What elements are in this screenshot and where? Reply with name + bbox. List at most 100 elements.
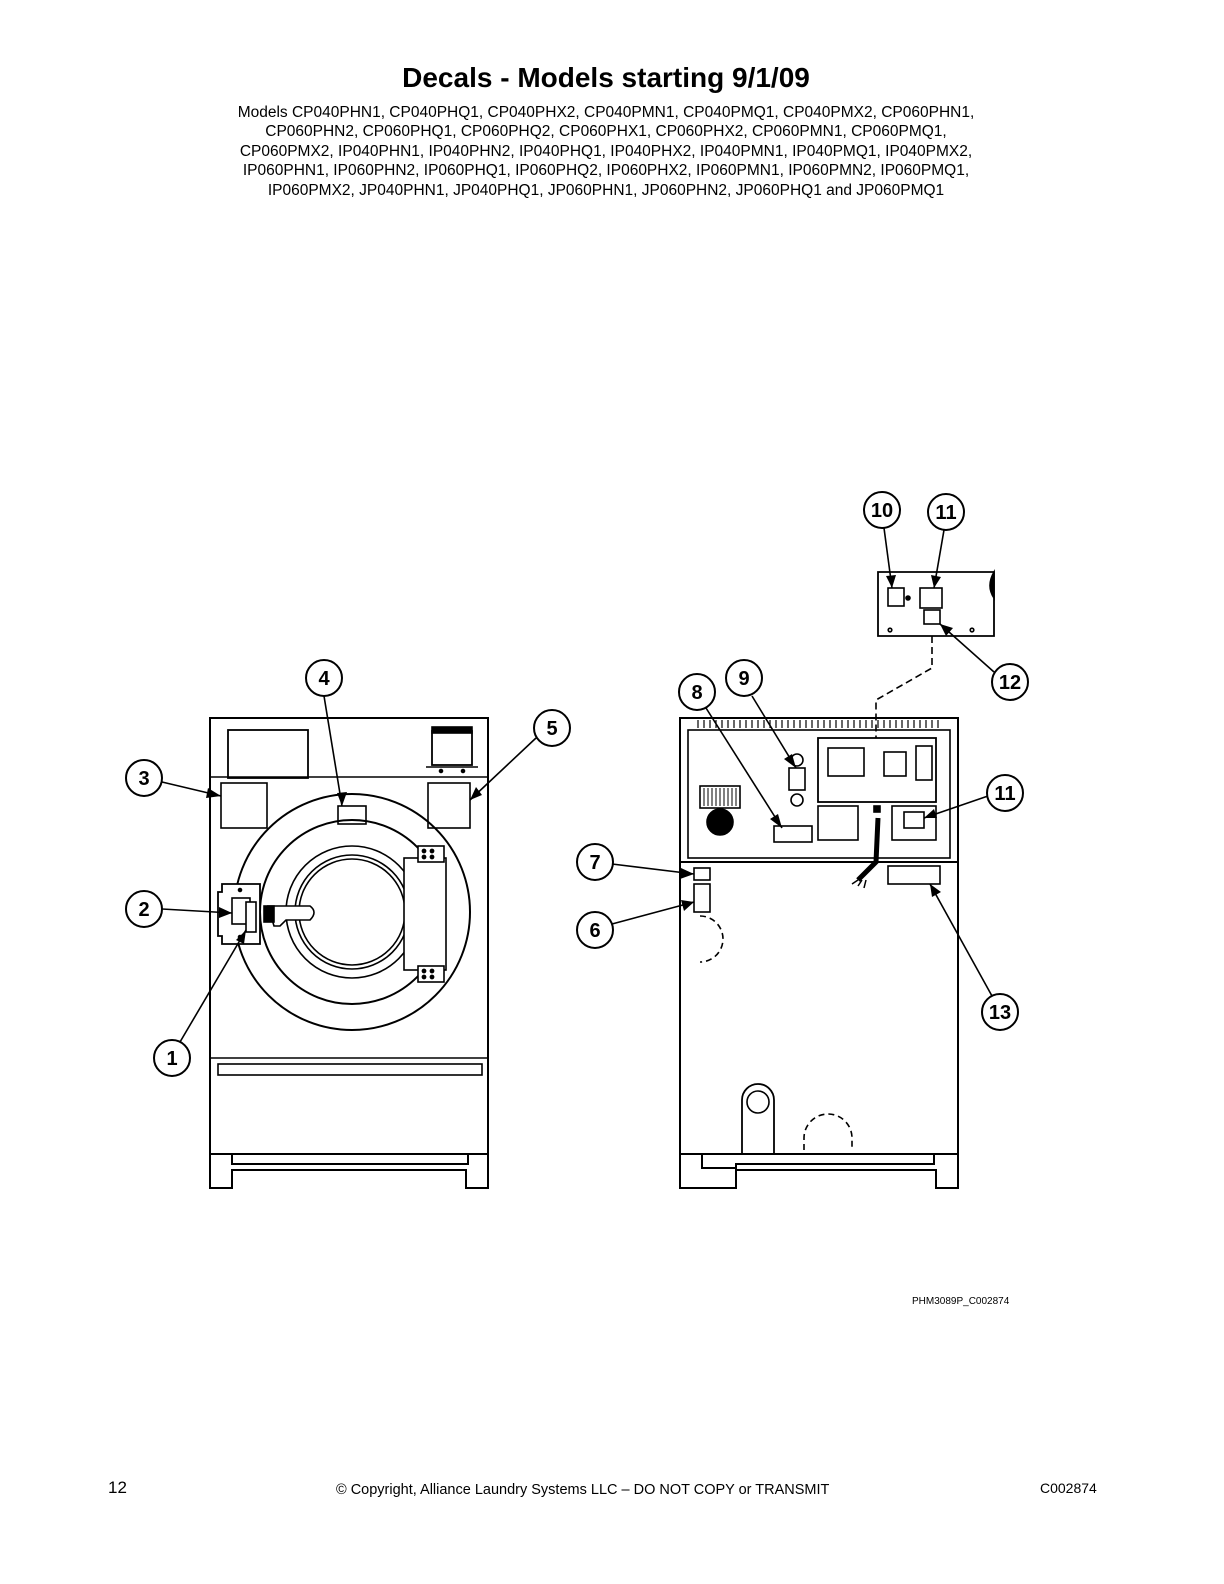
page-number: 12 <box>108 1478 127 1497</box>
decal-11-box-rear-inner <box>903 811 925 829</box>
callout-8-label: 8 <box>691 682 702 704</box>
hinge-screw <box>421 968 427 974</box>
door-hinge-plate <box>403 857 447 971</box>
arrowhead-8 <box>770 814 782 828</box>
control-board-detail <box>875 568 995 738</box>
rear-vent-louvers <box>697 720 939 728</box>
callout-8-circle <box>678 673 716 711</box>
arrowhead-10 <box>886 575 896 588</box>
detail-dot <box>905 595 911 601</box>
contactor <box>915 745 933 781</box>
decal-6-box <box>693 883 711 913</box>
leader-5 <box>469 737 537 801</box>
document-code: C002874 <box>1040 1480 1097 1496</box>
callout-10-circle <box>863 491 901 529</box>
arrowhead-3 <box>206 788 221 798</box>
leader-9 <box>751 695 797 769</box>
arrowhead-7 <box>680 868 694 879</box>
model-line: IP060PHN1, IP060PHN2, IP060PHQ1, IP060PH… <box>242 162 970 180</box>
coin-box <box>431 730 473 766</box>
cable-entry <box>873 805 881 813</box>
decal-11-box-detail <box>919 587 943 609</box>
detail-screw <box>887 627 893 633</box>
rear-view-machine <box>679 717 959 1189</box>
model-list: Models CP040PHN1, CP040PHQ1, CP040PHX2, … <box>160 103 1052 200</box>
hinge-screw <box>429 968 435 974</box>
coin-screw <box>460 768 466 774</box>
model-line: Models CP040PHN1, CP040PHQ1, CP040PHX2, … <box>237 104 975 121</box>
arrowhead-13 <box>930 884 941 897</box>
coin-screw <box>438 768 444 774</box>
decal-4-box <box>337 805 367 825</box>
copyright-notice: © Copyright, Alliance Laundry Systems LL… <box>336 1482 830 1498</box>
callout-12-circle <box>991 663 1029 701</box>
arrowhead-6 <box>681 900 694 911</box>
decal-10-box <box>887 587 905 607</box>
coin-box-top <box>431 726 473 734</box>
front-view-machine <box>209 717 489 1189</box>
leader-lines <box>161 527 995 1043</box>
callout-5-label: 5 <box>546 718 557 740</box>
lock-screw <box>237 887 243 893</box>
decal-12-box <box>923 609 941 625</box>
hinge-screw <box>429 848 435 854</box>
callout-13-circle <box>981 993 1019 1031</box>
fan-grille <box>699 785 741 809</box>
rear-service-panel <box>687 729 951 859</box>
hidden-outline-left <box>699 915 724 963</box>
hinge-screw <box>429 974 435 980</box>
callout-11-top-circle <box>927 493 965 531</box>
terminal-block <box>827 747 865 777</box>
model-line: IP060PMX2, JP040PHN1, JP040PHQ1, JP060PH… <box>267 181 945 199</box>
door-lock-latch <box>245 901 257 933</box>
drain-outlet-cap <box>746 1090 770 1114</box>
decal-7-box <box>693 867 711 881</box>
arrowhead-9 <box>784 754 796 768</box>
rear-access-cover <box>817 805 859 841</box>
leader-7 <box>611 863 695 875</box>
arrowhead-11-rear <box>924 809 937 818</box>
detail-board <box>877 571 995 637</box>
toe-kick <box>217 1063 483 1076</box>
callout-11-rear-circle <box>986 774 1024 812</box>
callout-1-circle <box>153 1039 191 1077</box>
power-cable-wires <box>851 879 867 889</box>
hidden-outline-bottom <box>803 1113 853 1150</box>
callout-11-top-label: 11 <box>935 502 956 524</box>
decal-8-box <box>773 825 813 843</box>
callout-10-label: 10 <box>871 500 893 522</box>
fan-grille-lines <box>703 788 737 806</box>
handle-grip <box>263 905 275 923</box>
relay <box>883 751 907 777</box>
decal-5-box <box>427 782 471 829</box>
door-glass-core <box>298 858 406 966</box>
hinge-bottom <box>417 965 445 983</box>
page-title: Decals - Models starting 9/1/09 <box>402 62 810 93</box>
arrowhead-11-top <box>931 575 941 588</box>
callout-7-label: 7 <box>589 852 600 874</box>
hinge-screw <box>429 854 435 860</box>
callout-6-label: 6 <box>589 920 600 942</box>
leader-1 <box>179 929 247 1043</box>
callout-4-label: 4 <box>318 668 330 690</box>
callout-6-circle <box>576 911 614 949</box>
arrowhead-5 <box>470 787 482 800</box>
model-line: CP060PHN2, CP060PHQ1, CP060PHQ2, CP060PH… <box>265 123 947 141</box>
decal-9-box <box>788 767 806 791</box>
leader-6 <box>611 901 695 925</box>
leader-arrowheads <box>206 575 953 944</box>
detail-board-notch <box>989 568 995 601</box>
front-cabinet <box>209 717 489 1155</box>
decal-11-box-rear <box>891 805 937 841</box>
arrowhead-1 <box>236 930 246 944</box>
decal-3-box <box>220 782 268 829</box>
callout-12-label: 12 <box>999 672 1021 694</box>
callout-5-circle <box>533 709 571 747</box>
hinge-screw <box>421 848 427 854</box>
figure-id: PHM3089P_C002874 <box>912 1296 1010 1307</box>
rear-base <box>679 1153 959 1189</box>
hinge-screw <box>421 974 427 980</box>
arrowhead-12 <box>940 624 953 636</box>
callout-3-label: 3 <box>138 768 149 790</box>
